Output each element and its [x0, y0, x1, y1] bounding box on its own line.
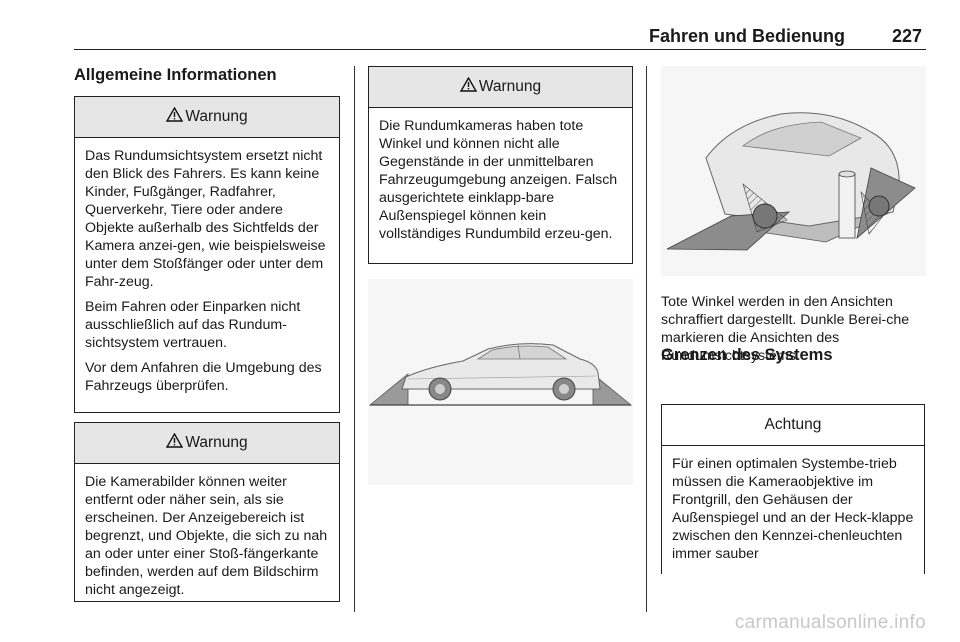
warning-text: Die Rundumkameras haben tote Winkel und …: [379, 118, 618, 242]
column-divider-2: [646, 66, 647, 612]
warning-text: Die Kamerabilder können weiter entfernt …: [85, 474, 328, 598]
warning-text: Vor dem Anfahren die Umgebung des Fahrze…: [85, 360, 322, 394]
warning-text: Das Rundumsichtsystem ersetzt nicht den …: [85, 148, 326, 290]
header-rule: [74, 49, 926, 50]
warning-box-body: Die Kamerabilder können weiter entfernt …: [75, 464, 339, 612]
running-header-title: Fahren und Bedienung: [649, 26, 845, 46]
caution-label: Achtung: [764, 416, 822, 433]
warning-label: Warnung: [185, 434, 248, 451]
warning-box-body: Die Rundumkameras haben tote Winkel und …: [369, 108, 632, 256]
section-title-general: Allgemeine Informationen: [74, 66, 277, 84]
warning-label: Warnung: [185, 108, 248, 125]
figure-caption: Tote Winkel werden in den Ansichten schr…: [661, 294, 910, 364]
warning-box-header: Warnung: [75, 97, 339, 138]
warning-triangle-icon: [166, 106, 184, 127]
car-side-view-illustration: [368, 279, 633, 485]
warning-box-body: Das Rundumsichtsystem ersetzt nicht den …: [75, 138, 339, 408]
watermark-footer: carmanualsonline.info: [734, 612, 926, 633]
warning-triangle-icon: [459, 76, 478, 97]
warning-box-header: Warnung: [75, 423, 339, 464]
warning-box-1: Warnung Das Rundumsichtsystem ersetzt ni…: [74, 96, 340, 413]
caution-box-body: Für einen optimalen Systembe-trieb müsse…: [662, 446, 924, 576]
warning-label: Warnung: [478, 78, 542, 95]
caution-text: Für einen optimalen Systembe-trieb müsse…: [672, 456, 914, 562]
section-title-limits: Grenzen des Systems: [661, 346, 833, 364]
warning-triangle-icon: [166, 432, 184, 453]
column-divider-1: [354, 66, 355, 612]
warning-text: Beim Fahren oder Einparken nicht ausschl…: [85, 299, 301, 351]
warning-box-2: Warnung Die Kamerabilder können weiter e…: [74, 422, 340, 602]
page-number: 227: [891, 26, 922, 46]
caution-box: Achtung Für einen optimalen Systembe-tri…: [661, 404, 925, 574]
caution-box-header: Achtung: [662, 405, 924, 446]
warning-box-3: Warnung Die Rundumkameras haben tote Win…: [368, 66, 633, 264]
warning-box-header: Warnung: [369, 67, 632, 108]
car-perspective-illustration: [661, 66, 926, 276]
